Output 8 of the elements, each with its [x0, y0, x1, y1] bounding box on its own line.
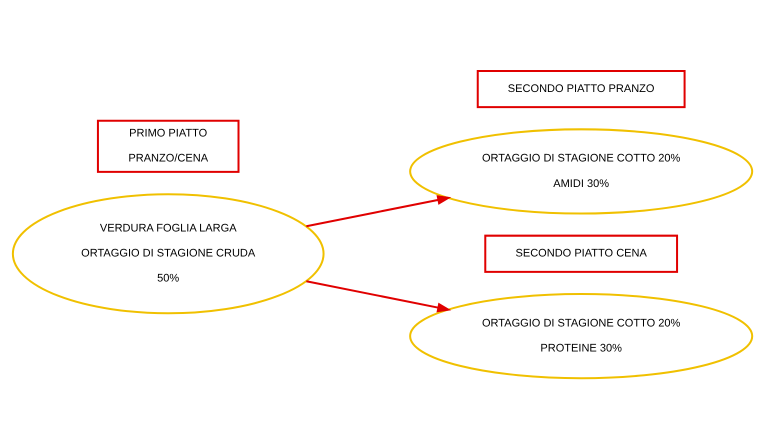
node-ellipse: VERDURA FOGLIA LARGA ORTAGGIO DI STAGIONE CRUDA 50%	[12, 192, 325, 314]
node-ellipse: ORTAGGIO DI STAGIONE COTTO 20% PROTEINE 30%	[409, 292, 754, 379]
node-box: PRIMO PIATTO PRANZO/CENA	[96, 119, 240, 172]
node-box: SECONDO PIATTO PRANZO	[476, 70, 686, 108]
node-box: SECONDO PIATTO CENA	[484, 234, 678, 272]
arrow	[306, 280, 452, 312]
node-ellipse: ORTAGGIO DI STAGIONE COTTO 20% AMIDI 30%	[409, 128, 754, 214]
arrow	[306, 194, 452, 227]
